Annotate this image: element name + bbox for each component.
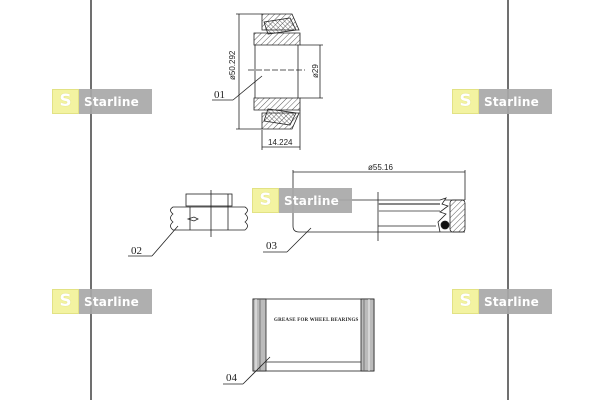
starline-brand-text: Starline — [484, 94, 539, 109]
starline-watermark: S Starline — [452, 89, 552, 114]
starline-logo-icon: S — [452, 289, 479, 314]
starline-watermark: S Starline — [252, 188, 352, 213]
starline-watermark: S Starline — [452, 289, 552, 314]
dim-bearing-inner: ø29 — [311, 64, 320, 78]
grease-label: GREASE FOR WHEEL BEARINGS — [274, 318, 359, 323]
starline-watermark: S Starline — [52, 289, 152, 314]
frame — [90, 0, 509, 400]
label-part-01: 01 — [214, 89, 225, 101]
dim-bearing-width: 14.224 — [268, 138, 293, 147]
label-part-02: 02 — [131, 245, 142, 257]
part-04-grease — [223, 298, 375, 385]
starline-brand-text: Starline — [84, 94, 139, 109]
label-part-03: 03 — [266, 240, 278, 252]
starline-logo-icon: S — [52, 89, 79, 114]
dim-bearing-outer: ø50.292 — [228, 50, 237, 80]
starline-watermark: S Starline — [52, 89, 152, 114]
label-part-04: 04 — [226, 372, 238, 384]
starline-brand-text: Starline — [484, 294, 539, 309]
starline-logo-icon: S — [252, 188, 279, 213]
part-02-nut — [128, 190, 248, 257]
starline-logo-icon: S — [52, 289, 79, 314]
starline-brand-text: Starline — [84, 294, 139, 309]
part-01-bearing — [212, 13, 323, 150]
dim-seal-outer: ø55.16 — [368, 163, 393, 172]
starline-brand-text: Starline — [284, 193, 339, 208]
starline-logo-icon: S — [452, 89, 479, 114]
